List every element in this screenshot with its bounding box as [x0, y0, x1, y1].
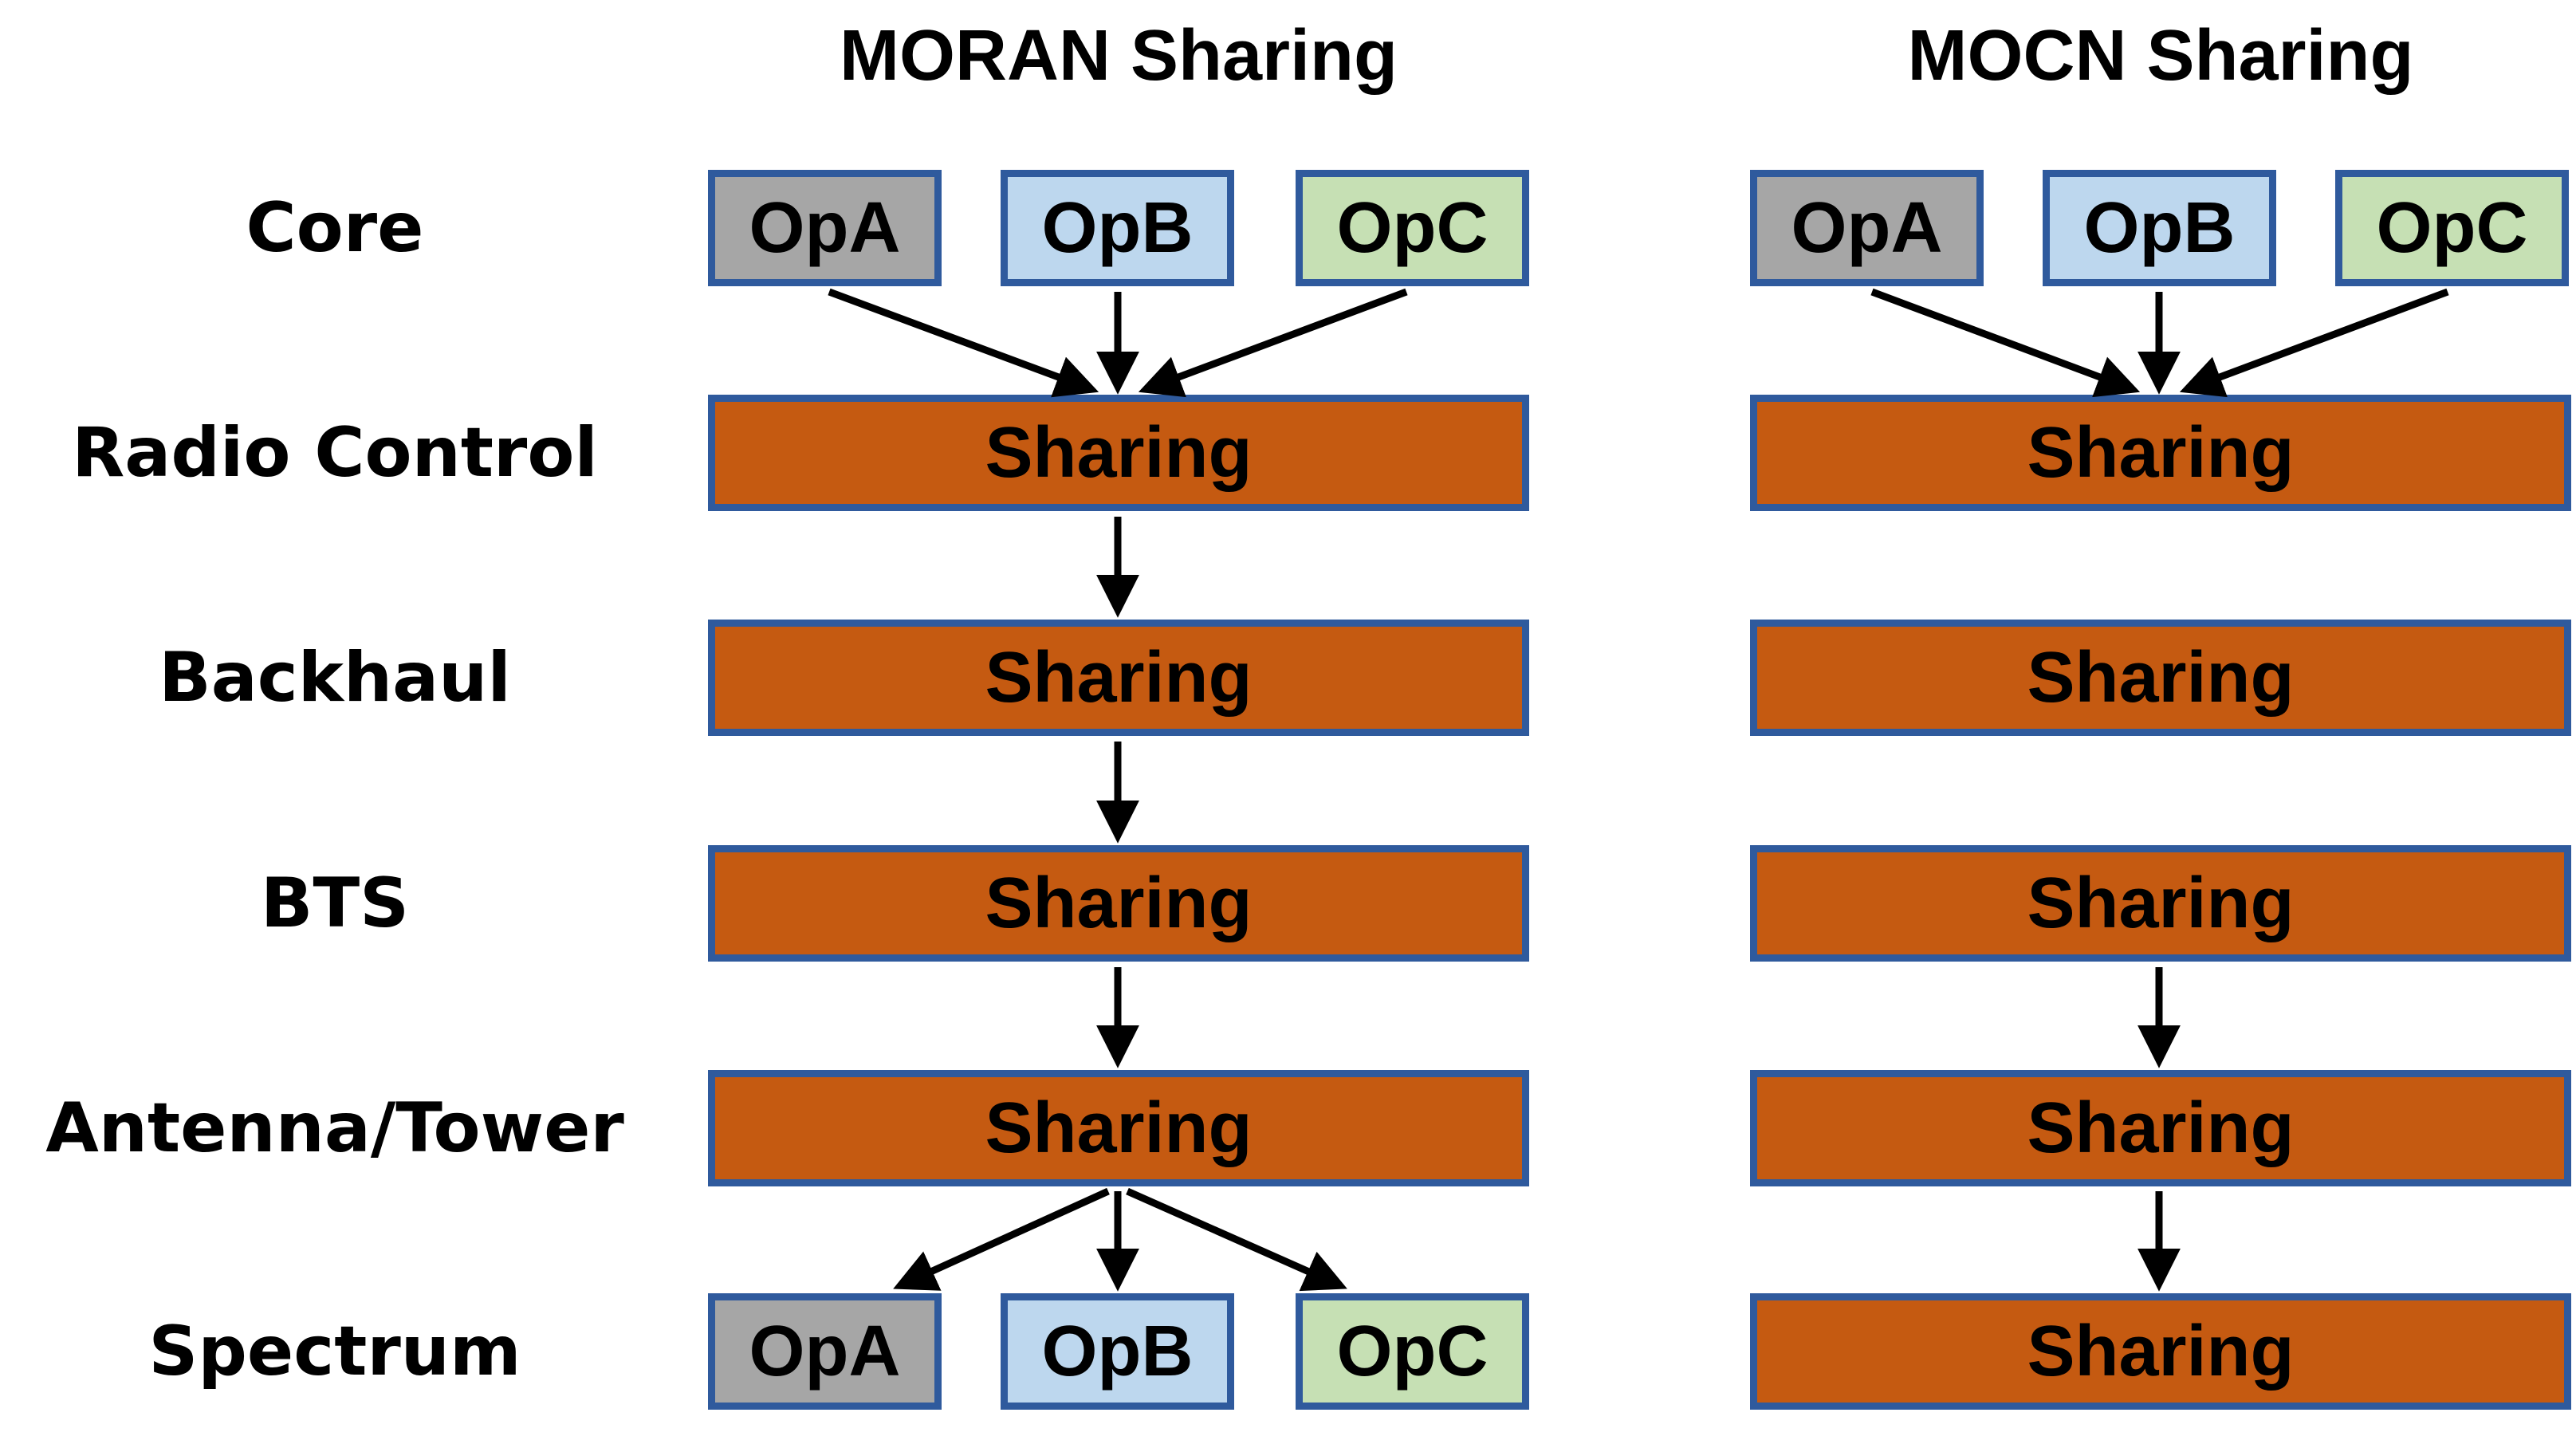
- row-label-core: Core: [246, 188, 424, 268]
- mocn-core-box-opb: OpB: [2043, 170, 2276, 286]
- mocn-backhaul-sharing-bar: Sharing: [1750, 620, 2571, 736]
- mocn-column-title: MOCN Sharing: [1907, 15, 2414, 96]
- row-label-radio-control: Radio Control: [72, 413, 598, 493]
- moran-core-box-opa: OpA: [708, 170, 942, 286]
- moran-spectrum-box-opa: OpA: [708, 1293, 942, 1410]
- moran-column-title: MORAN Sharing: [839, 15, 1398, 96]
- moran-antenna-to-spectrum-opc-arrow: [1126, 1187, 1347, 1292]
- row-label-backhaul: Backhaul: [159, 638, 511, 718]
- mocn-spectrum-sharing-bar: Sharing: [1750, 1293, 2571, 1410]
- moran-core-box-opb: OpB: [1001, 170, 1234, 286]
- row-label-antenna-tower: Antenna/Tower: [45, 1088, 624, 1168]
- mocn-radio-control-sharing-bar: Sharing: [1750, 395, 2571, 511]
- mocn-core-opc-arrow: [2179, 288, 2449, 398]
- mocn-core-box-opc: OpC: [2335, 170, 2569, 286]
- moran-antenna-tower-sharing-bar: Sharing: [708, 1070, 1529, 1186]
- mocn-core-box-opa: OpA: [1750, 170, 1984, 286]
- moran-bts-sharing-bar: Sharing: [708, 845, 1529, 962]
- moran-core-opc-arrow: [1138, 288, 1408, 398]
- moran-core-opa-arrow: [828, 288, 1099, 398]
- moran-antenna-to-spectrum-opa-arrow: [893, 1187, 1110, 1291]
- moran-core-box-opc: OpC: [1296, 170, 1529, 286]
- mocn-core-opa-arrow: [1870, 288, 2141, 398]
- row-label-bts: BTS: [260, 864, 410, 943]
- moran-radio-control-sharing-bar: Sharing: [708, 395, 1529, 511]
- moran-spectrum-box-opc: OpC: [1296, 1293, 1529, 1410]
- row-label-spectrum: Spectrum: [148, 1312, 521, 1391]
- mocn-antenna-tower-sharing-bar: Sharing: [1750, 1070, 2571, 1186]
- moran-spectrum-box-opb: OpB: [1001, 1293, 1234, 1410]
- moran-backhaul-sharing-bar: Sharing: [708, 620, 1529, 736]
- mocn-bts-sharing-bar: Sharing: [1750, 845, 2571, 962]
